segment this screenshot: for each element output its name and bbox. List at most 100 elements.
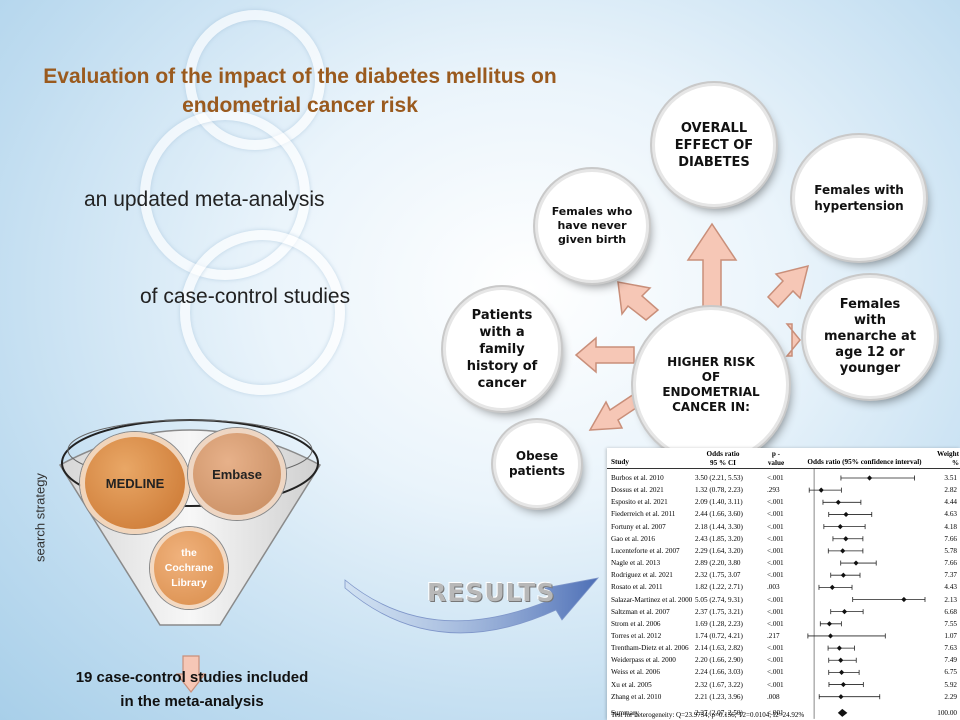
- p-value: <.001: [767, 571, 784, 580]
- study-name: Rodriguez et al. 2021: [611, 571, 673, 580]
- weight-value: 5.92: [944, 680, 957, 689]
- embase-circle: Embase: [188, 428, 286, 520]
- obese-node: Obese patients: [496, 423, 578, 505]
- never-given-birth-node: Females who have never given birth: [538, 172, 646, 280]
- study-name: Burbos et al. 2010: [611, 474, 664, 482]
- weight-value: 7.37: [944, 571, 957, 580]
- p-value: <.001: [767, 474, 784, 482]
- weight-value: 100.00: [937, 708, 957, 717]
- odds-ratio-ci: 1.74 (0.72, 4.21): [695, 631, 743, 640]
- study-point: [853, 560, 859, 566]
- study-point: [866, 475, 873, 481]
- p-value: <.001: [767, 656, 784, 665]
- study-name: Esposito et al. 2021: [611, 498, 668, 507]
- study-name: Gao et al. 2016: [611, 534, 655, 543]
- weight-value: 7.63: [944, 644, 957, 653]
- forest-plot: Study Odds ratio 95 % CI p - value Odds …: [607, 448, 960, 720]
- arrow-left-icon: [574, 336, 635, 374]
- odds-ratio-ci: 1.69 (1.28, 2.23): [695, 619, 743, 628]
- p-value: <.001: [767, 498, 784, 507]
- weight-value: 4.63: [944, 510, 957, 519]
- medline-circle: MEDLINE: [80, 432, 190, 534]
- study-name: Dossus et al. 2021: [611, 486, 664, 495]
- overall-effect-node: OVERALL EFFECT OF DIABETES: [655, 86, 773, 204]
- results-arrow-icon: [344, 577, 600, 634]
- header-p-value: p - value: [767, 450, 785, 467]
- study-point: [818, 487, 824, 493]
- title-line-1: Evaluation of the impact of the diabetes…: [43, 65, 557, 88]
- decorative-ring: [180, 230, 345, 395]
- odds-ratio-ci: 3.50 (2.21, 5.53): [695, 474, 743, 482]
- p-value: <.001: [767, 534, 784, 543]
- study-name: Weiderpass et al. 2000: [611, 656, 676, 665]
- weight-value: 7.66: [944, 534, 957, 543]
- p-value: .293: [767, 486, 780, 495]
- header-plot: Odds ratio (95% confidence interval): [807, 458, 922, 466]
- arrow-upper-right-icon: [766, 264, 810, 309]
- odds-ratio-ci: 2.43 (1.85, 3.20): [695, 534, 743, 543]
- p-value: <.001: [767, 619, 784, 628]
- study-point: [827, 633, 834, 639]
- p-value: <.001: [767, 546, 784, 555]
- down-arrow-icon: [176, 655, 206, 693]
- weight-value: 4.44: [944, 498, 957, 507]
- study-name: Rosato et al. 2011: [611, 583, 663, 592]
- study-point: [843, 536, 849, 542]
- study-point: [836, 645, 842, 651]
- study-point: [835, 499, 841, 505]
- study-name: Weiss et al. 2006: [611, 668, 660, 677]
- weight-value: 7.55: [944, 619, 957, 628]
- study-point: [840, 681, 846, 688]
- results-label: RESULTS: [427, 578, 556, 607]
- weight-value: 3.51: [944, 474, 957, 482]
- outcome-label: 19 case-control studies included in the …: [75, 669, 309, 710]
- odds-ratio-ci: 2.29 (1.64, 3.20): [695, 546, 743, 555]
- odds-ratio-ci: 2.37 (1.75, 3.21): [695, 607, 743, 616]
- p-value: <.001: [767, 668, 784, 677]
- study-point: [829, 584, 835, 590]
- odds-ratio-ci: 1.32 (0.78, 2.23): [695, 486, 743, 495]
- p-value: <.001: [767, 510, 784, 519]
- page-title: Evaluation of the impact of the diabetes…: [0, 62, 600, 120]
- cochrane-circle: the Cochrane Library: [150, 527, 228, 609]
- p-value: .003: [767, 583, 780, 592]
- header-divider: [607, 468, 960, 469]
- study-point: [843, 511, 849, 518]
- study-point: [838, 657, 844, 663]
- odds-ratio-ci: 2.89 (2.20, 3.80: [695, 559, 741, 568]
- weight-value: 4.43: [944, 583, 957, 592]
- weight-value: 7.49: [944, 656, 957, 665]
- p-value: <.001: [767, 607, 784, 616]
- weight-value: 2.29: [944, 692, 957, 701]
- p-value: <.001: [767, 559, 784, 568]
- p-value: .217: [767, 631, 780, 640]
- weight-value: 2.82: [944, 486, 957, 495]
- p-value: <.001: [767, 708, 784, 717]
- study-point: [826, 621, 832, 627]
- weight-value: 6.75: [944, 668, 957, 677]
- study-name: Strom et al. 2006: [611, 619, 661, 628]
- study-name: Lucenteforte et al. 2007: [611, 546, 680, 555]
- odds-ratio-ci: 2.20 (1.66, 2.90): [695, 656, 743, 665]
- subtitle-meta-analysis: an updated meta-analysis: [84, 188, 325, 211]
- study-name: Nagle et al. 2013: [611, 559, 661, 568]
- weight-value: 5.78: [944, 546, 957, 555]
- menarche-node: Females with menarche at age 12 or young…: [806, 278, 934, 396]
- study-point: [838, 694, 844, 700]
- odds-ratio-ci: 2.09 (1.40, 3.11): [695, 498, 743, 507]
- weight-value: 2.13: [944, 595, 957, 604]
- hypertension-node: Females with hypertension: [795, 138, 923, 258]
- weight-value: 4.18: [944, 522, 957, 531]
- odds-ratio-ci: 2.32 (1.67, 3.22): [695, 680, 743, 689]
- study-name: Torres et al. 2012: [611, 631, 662, 640]
- odds-ratio-ci: 2.21 (1.23, 3.96): [695, 692, 743, 701]
- forest-plot-svg: 1.02.03.04.05.0: [807, 469, 926, 719]
- study-point: [838, 669, 845, 675]
- weight-value: 6.68: [944, 607, 957, 616]
- odds-ratio-ci: 2.24 (1.66, 3.03): [695, 668, 743, 677]
- arrow-right-icon: [785, 323, 801, 357]
- summary-diamond: [837, 708, 848, 717]
- p-value: <.001: [767, 595, 784, 604]
- study-name: Zhang et al. 2010: [611, 692, 662, 701]
